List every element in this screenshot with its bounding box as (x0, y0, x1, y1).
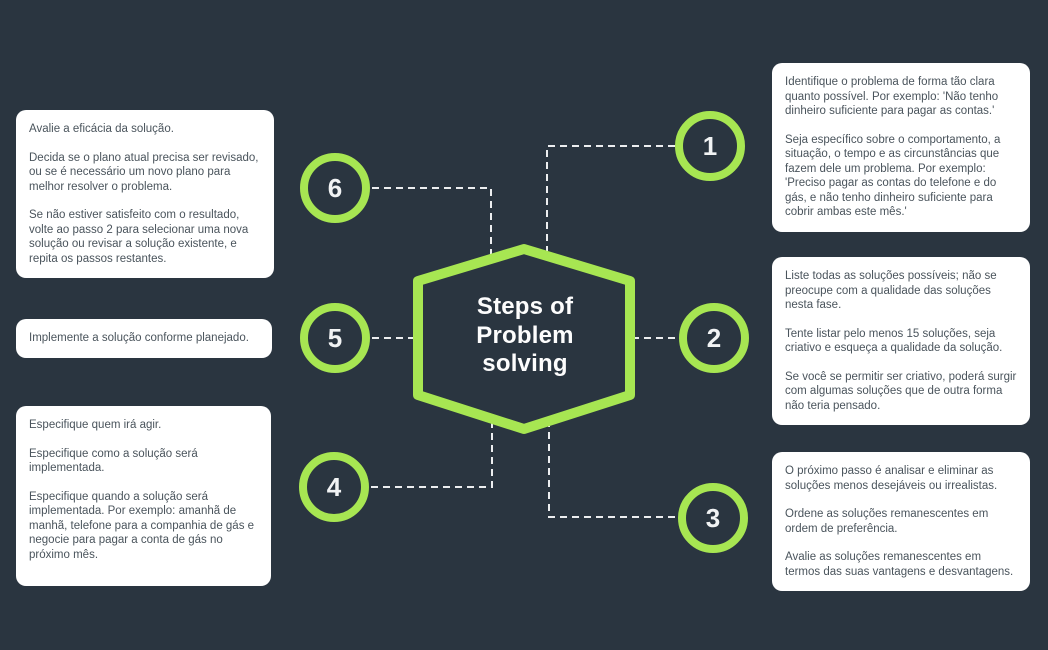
note-paragraph: Se não estiver satisfeito com o resultad… (29, 209, 249, 265)
step-circle-6: 6 (300, 153, 370, 223)
step-circle-2: 2 (679, 303, 749, 373)
note-paragraph: Especifique quando a solução será implem… (29, 490, 255, 561)
note-paragraph: Implemente a solução conforme planejado. (29, 332, 249, 344)
step-note-1: Identifique o problema de forma tão clar… (772, 63, 1030, 232)
note-paragraph: Seja específico sobre o comportamento, a… (785, 133, 1001, 219)
note-paragraph: Decida se o plano atual precisa ser revi… (29, 151, 259, 193)
diagram-title-line: Problem (476, 321, 574, 349)
step-circle-3: 3 (678, 483, 748, 553)
note-paragraph: Identifique o problema de forma tão clar… (785, 76, 999, 117)
step-number: 5 (327, 322, 343, 353)
diagram-title-line: solving (482, 350, 568, 377)
step-circle-5: 5 (300, 303, 370, 373)
step-note-5: Implemente a solução conforme planejado. (16, 319, 272, 358)
connector-step-1 (546, 145, 675, 257)
step-number: 4 (326, 471, 342, 502)
note-paragraph: Se você se permitir ser criativo, poderá… (785, 370, 1017, 412)
note-paragraph: Avalie as soluções remanescentes em term… (785, 551, 1014, 578)
step-circle-4: 4 (299, 452, 369, 522)
step-note-6: Avalie a eficácia da solução. Decida se … (16, 110, 274, 278)
note-paragraph: Ordene as soluções remanescentes em orde… (785, 508, 989, 535)
note-paragraph: O próximo passo é analisar e eliminar as… (785, 465, 998, 492)
diagram-title: Steps of Problem solving (425, 293, 625, 379)
connector-step-4 (371, 419, 493, 488)
step-note-2: Liste todas as soluções possíveis; não s… (772, 257, 1030, 425)
connector-step-6 (372, 187, 492, 258)
step-circle-1: 1 (675, 111, 745, 181)
note-paragraph: Avalie a eficácia da solução. (29, 123, 174, 135)
step-number: 3 (705, 502, 721, 533)
connector-step-3 (548, 420, 678, 518)
note-paragraph: Especifique quem irá agir. (29, 419, 162, 431)
note-paragraph: Especifique como a solução será implemen… (29, 447, 198, 475)
note-paragraph: Tente listar pelo menos 15 soluções, sej… (785, 327, 1003, 355)
step-note-3: O próximo passo é analisar e eliminar as… (772, 452, 1030, 591)
step-number: 1 (702, 130, 718, 161)
step-note-4: Especifique quem irá agir. Especifique c… (16, 406, 271, 586)
step-number: 6 (327, 172, 343, 203)
note-paragraph: Liste todas as soluções possíveis; não s… (785, 270, 997, 311)
step-number: 2 (706, 322, 722, 353)
diagram-title-line: Steps of (476, 293, 574, 320)
hexagon-shape (413, 244, 635, 434)
